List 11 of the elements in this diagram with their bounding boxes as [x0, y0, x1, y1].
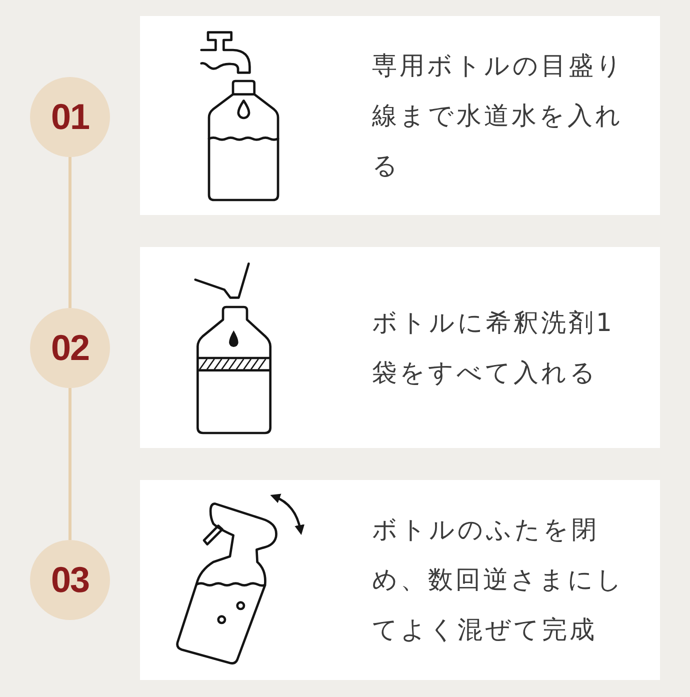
- step-instruction: ボトルのふたを閉め、数回逆さまにしてよく混ぜて完成: [372, 514, 626, 646]
- step-number-circle: 03: [30, 540, 110, 620]
- step-number-circle: 02: [30, 308, 110, 388]
- step-card: [140, 16, 660, 215]
- connector-line: [68, 157, 72, 308]
- connector-line: [68, 388, 72, 540]
- step-instruction: ボトルに希釈洗剤1袋をすべて入れる: [372, 306, 616, 388]
- step-card: [140, 247, 660, 448]
- step-card: [140, 480, 660, 680]
- step-number-circle: 01: [30, 77, 110, 157]
- step-instruction: 専用ボトルの目盛り線まで水道水を入れる: [372, 50, 626, 182]
